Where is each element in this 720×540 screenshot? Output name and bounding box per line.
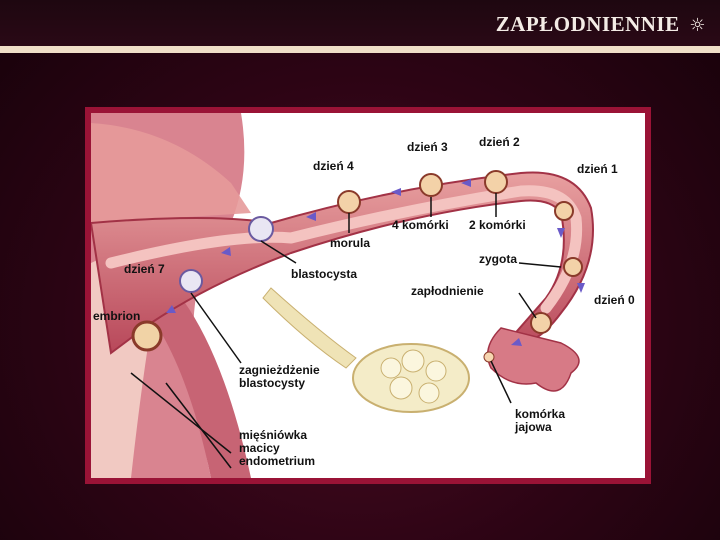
label-komorka-jajowa: komórka jajowa bbox=[515, 408, 585, 434]
label-miesniowka: mięśniówka macicy endometrium bbox=[239, 429, 334, 468]
diagram-frame: dzień 3 dzień 2 dzień 4 dzień 1 4 komórk… bbox=[85, 107, 651, 484]
title-bar: ZAPŁODNIENNIE ☼ bbox=[0, 0, 720, 46]
label-2-komorki: 2 komórki bbox=[469, 219, 526, 232]
embryo bbox=[133, 322, 161, 350]
zygote bbox=[564, 258, 582, 276]
follicle bbox=[419, 383, 439, 403]
label-dzien7: dzień 7 bbox=[124, 263, 165, 276]
label-4-komorki: 4 komórki bbox=[392, 219, 449, 232]
label-morula: morula bbox=[330, 237, 370, 250]
label-dzien4: dzień 4 bbox=[313, 160, 354, 173]
cell-blastocyst bbox=[249, 217, 273, 241]
fertilization-diagram: dzień 3 dzień 2 dzień 4 dzień 1 4 komórk… bbox=[91, 113, 645, 478]
label-zagniezdzenie: zagnieżdżenie blastocysty bbox=[239, 364, 349, 390]
follicle bbox=[381, 358, 401, 378]
label-dzien1: dzień 1 bbox=[577, 163, 618, 176]
cell-day7 bbox=[180, 270, 202, 292]
ovarian-ligament bbox=[263, 288, 356, 368]
cell-day1 bbox=[555, 202, 573, 220]
label-zaplodnienie: zapłodnienie bbox=[411, 285, 484, 298]
label-blastocysta: blastocysta bbox=[291, 268, 357, 281]
follicle bbox=[390, 377, 412, 399]
slide-title: ZAPŁODNIENNIE ☼ bbox=[496, 12, 706, 37]
cell-morula bbox=[338, 191, 360, 213]
label-zygota: zygota bbox=[479, 253, 517, 266]
slide-title-text: ZAPŁODNIENNIE bbox=[496, 12, 680, 36]
cell-2cells bbox=[485, 171, 507, 193]
follicle bbox=[402, 350, 424, 372]
label-dzien2: dzień 2 bbox=[479, 136, 520, 149]
label-dzien0: dzień 0 bbox=[594, 294, 635, 307]
label-embrion: embrion bbox=[93, 310, 140, 323]
title-rule bbox=[0, 46, 720, 53]
cell-4cells bbox=[420, 174, 442, 196]
follicle bbox=[426, 361, 446, 381]
sun-icon: ☼ bbox=[689, 15, 706, 36]
egg-cell bbox=[484, 352, 494, 362]
label-dzien3: dzień 3 bbox=[407, 141, 448, 154]
